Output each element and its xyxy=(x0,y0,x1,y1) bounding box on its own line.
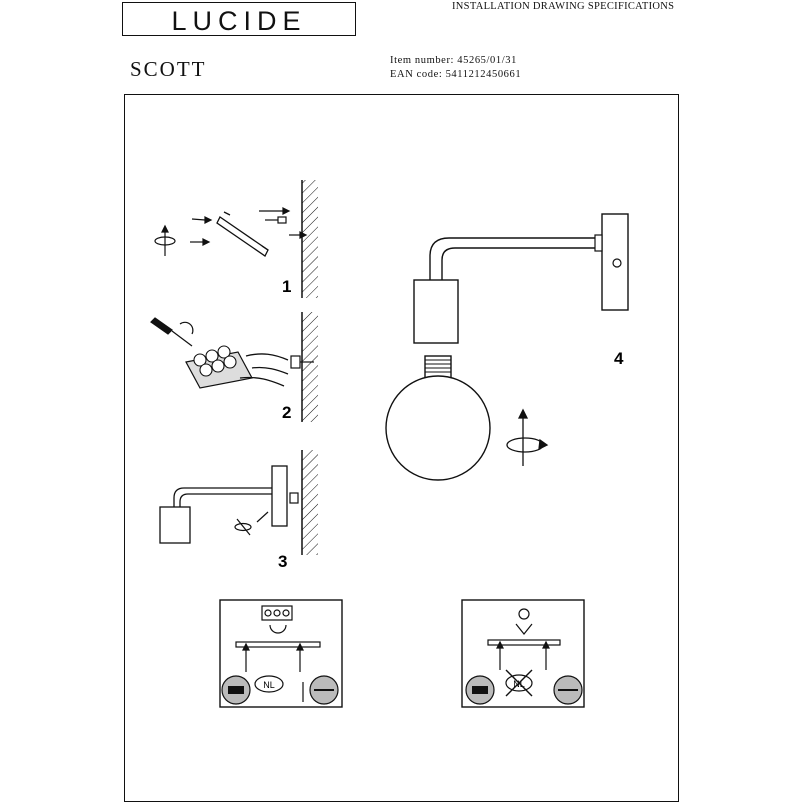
wall-plate xyxy=(271,465,288,527)
lucide-logo: LUCIDE xyxy=(122,2,356,36)
step-4-number: 4 xyxy=(614,349,624,368)
step-3-number: 3 xyxy=(278,552,287,571)
item-number: Item number: 45265/01/31 xyxy=(390,55,517,66)
wiring-diagram-left: NL xyxy=(219,599,343,708)
wall-hatch-3 xyxy=(302,450,318,555)
step-1-number: 1 xyxy=(282,277,291,296)
rotate-screw-icon xyxy=(234,511,269,536)
lamp-arm-large xyxy=(429,237,595,280)
wall-hatch-2 xyxy=(302,312,318,422)
step4-illustration xyxy=(385,213,629,481)
drawing-frame xyxy=(124,94,679,802)
product-name: SCOTT xyxy=(130,57,207,81)
svg-text:NL: NL xyxy=(263,680,275,690)
ean-code: EAN code: 5411212450661 xyxy=(390,69,522,80)
wall-plug-icon xyxy=(259,207,308,239)
wall-hatch-1 xyxy=(302,180,318,298)
logo-text: LUCIDE xyxy=(171,6,307,36)
step3-illustration xyxy=(159,450,318,555)
wire-arrows xyxy=(239,353,289,387)
screwdriver-icon xyxy=(150,317,194,347)
screw-icon xyxy=(190,216,213,246)
lamp-socket xyxy=(159,506,191,544)
lamp-socket-large xyxy=(413,279,459,344)
rotate-bulb-icon xyxy=(506,408,549,466)
step2-illustration xyxy=(150,312,318,422)
step-2-number: 2 xyxy=(282,403,291,422)
step1-illustration xyxy=(154,180,318,298)
nl-badge-left xyxy=(254,675,284,693)
globe-bulb xyxy=(385,355,491,481)
lamp-arm xyxy=(173,487,272,507)
document-title: INSTALLATION DRAWING SPECIFICATIONS xyxy=(452,1,675,12)
wiring-diagram-right: NL xyxy=(461,599,585,708)
mounting-bracket-1 xyxy=(216,216,269,257)
svg-text:NL: NL xyxy=(513,679,525,689)
rotate-icon xyxy=(154,224,176,256)
